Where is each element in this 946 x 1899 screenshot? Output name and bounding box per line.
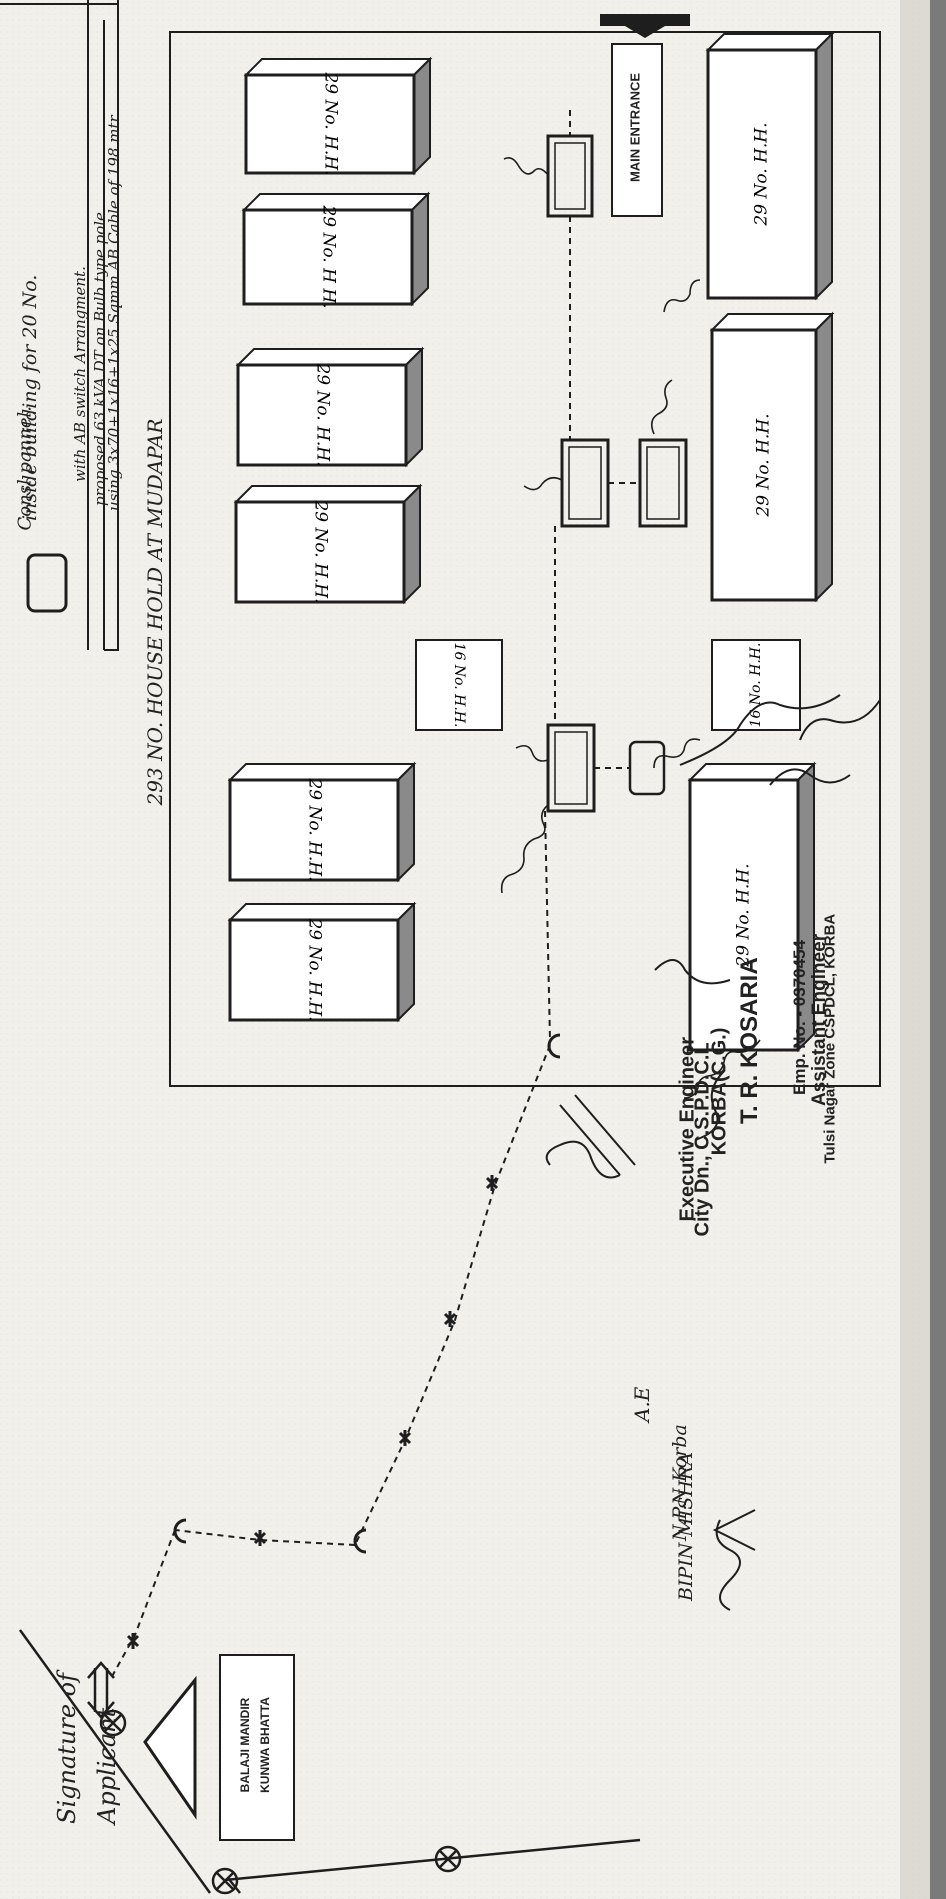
- main-entrance-box: [611, 43, 663, 217]
- entrance-arrow: [600, 14, 690, 38]
- legend-box: [0, 0, 119, 651]
- double-arrow: [87, 1661, 115, 1719]
- building-label-b2: 29 No. H H.: [319, 204, 339, 308]
- building-b2: 29 No. H H.: [241, 191, 431, 309]
- building-b9: 29 No. H.H.: [687, 761, 817, 1053]
- building-s1: 16 No. H.H.: [415, 639, 503, 731]
- road-lines: [18, 1629, 641, 1894]
- ae-zone: Tulsi Nagar Zone CSPDCL, KORBA: [821, 913, 839, 1164]
- exec-line-3: KORBA(C.G.): [708, 1027, 731, 1156]
- building-b4: 29 No. H.H.: [233, 483, 423, 605]
- dashed-lines: [109, 110, 640, 1681]
- building-label-s2: 16 No. H.H.: [748, 643, 764, 728]
- building-b5: 29 No. H.H.: [227, 761, 417, 883]
- legend-text-2: Consl pannel.: [14, 406, 36, 531]
- landmark-label-1: BALAJI MANDIR: [238, 1697, 252, 1793]
- building-label-b3: 29 No. H.H.: [313, 362, 333, 466]
- main-entrance-label: MAIN ENTRANCE: [627, 72, 643, 183]
- building-b1: 29 No. H.H.: [243, 56, 433, 176]
- building-label-b1: 29 No. H.H.: [321, 71, 341, 175]
- legend-desc-3: with AB switch Arrangment.: [71, 266, 89, 482]
- circle-cross-symbols: [99, 1709, 462, 1895]
- ae-name: T. R. KOSARIA: [736, 957, 763, 1124]
- legend-desc-2: proposed 63 kVA DT on Bulb type pole: [91, 212, 109, 506]
- building-b7: 29 No. H.H.: [705, 31, 835, 301]
- mishra-line-3: N.P.N Korba: [669, 1424, 691, 1541]
- pole-symbols: [173, 1033, 561, 1554]
- building-label-b4: 29 No. H.H.: [311, 499, 331, 603]
- temple-triangle: [143, 1675, 197, 1820]
- building-label-s1: 16 No. H.H.: [451, 643, 467, 728]
- mishra-line-2: A.E: [630, 1386, 654, 1422]
- building-b8: 29 No. H.H.: [709, 311, 835, 603]
- diagram-title: 293 NO. HOUSE HOLD AT MUDAPAR: [143, 418, 167, 806]
- buildings-layer: 29 No. H.H. 29 No. H H. 29 No. H.H. 29 No. …: [227, 31, 835, 1053]
- building-s2: 16 No. H.H.: [711, 639, 801, 731]
- applicant-line-1: Signature of: [53, 1673, 81, 1824]
- building-label-b7: 29 No. H.H.: [752, 122, 772, 226]
- signatures: [545, 694, 881, 1611]
- building-b3: 29 No. H.H.: [235, 346, 425, 468]
- scan-shadow: [900, 0, 930, 1899]
- cross-marks: [126, 1175, 499, 1649]
- building-label-b9: 29 No. H.H.: [734, 863, 754, 967]
- building-label-b5: 29 No. H.H.: [305, 777, 325, 881]
- site-boundary: [169, 31, 881, 1087]
- landmark-label-2: KUNWA BHATTA: [258, 1697, 272, 1793]
- landmark-box: [219, 1654, 295, 1841]
- applicant-line-2: Applicant: [93, 1707, 121, 1824]
- scan-edge: [930, 0, 946, 1899]
- building-label-b6: 29 No. H.H.: [305, 917, 325, 1021]
- dt-legend-symbol: [26, 553, 68, 613]
- ae-emp: Emp. No. - 0370454: [790, 940, 809, 1095]
- building-b6: 29 No. H.H.: [227, 901, 417, 1023]
- wires: [500, 157, 761, 1099]
- building-label-b8: 29 No. H.H.: [754, 413, 774, 517]
